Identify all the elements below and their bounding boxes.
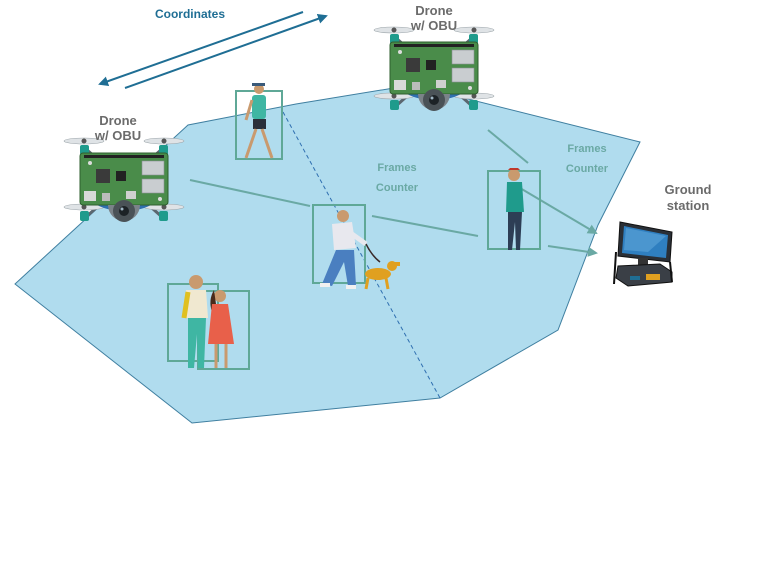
drone-left — [64, 138, 184, 222]
frames-arrow-lower — [547, 245, 598, 257]
person-standing — [487, 168, 541, 250]
frames-counter-right-line2: Counter — [565, 163, 609, 175]
frames-counter-left-line2: Counter — [375, 182, 419, 194]
ground-station-line1: Ground — [664, 182, 712, 197]
coordinates-arrow-right — [124, 13, 328, 89]
drone-left-label-line2: w/ OBU — [94, 128, 142, 143]
frames-counter-right-label: Frames Counter — [552, 139, 622, 179]
frames-counter-right-line1: Frames — [567, 143, 607, 155]
frames-counter-left-label: Frames Counter — [362, 158, 432, 198]
couple — [167, 275, 250, 370]
drone-left-label-line1: Drone — [99, 113, 137, 128]
frames-arrow-upper — [519, 187, 598, 235]
coordinates-label: Coordinates — [154, 7, 225, 21]
drone-right — [374, 27, 494, 111]
coverage-divider — [282, 111, 441, 399]
ground-station — [613, 221, 673, 287]
person-with-dog — [312, 204, 400, 290]
frames-counter-left-line1: Frames — [377, 162, 417, 174]
link-line-drone-left — [189, 179, 311, 207]
ground-station-label: Ground station — [650, 182, 726, 214]
drone-right-label-line1: Drone — [415, 3, 453, 18]
drone-left-label: Drone w/ OBU — [84, 113, 152, 143]
drone-right-label: Drone w/ OBU — [400, 3, 468, 33]
drone-right-label-line2: w/ OBU — [410, 18, 458, 33]
coordinates-arrow-left — [98, 11, 304, 87]
ground-station-line2: station — [666, 198, 710, 213]
person-walking — [235, 83, 283, 160]
coverage-area — [14, 84, 641, 424]
link-line-dogwalker — [371, 215, 479, 237]
link-line-drone-right — [487, 129, 529, 164]
